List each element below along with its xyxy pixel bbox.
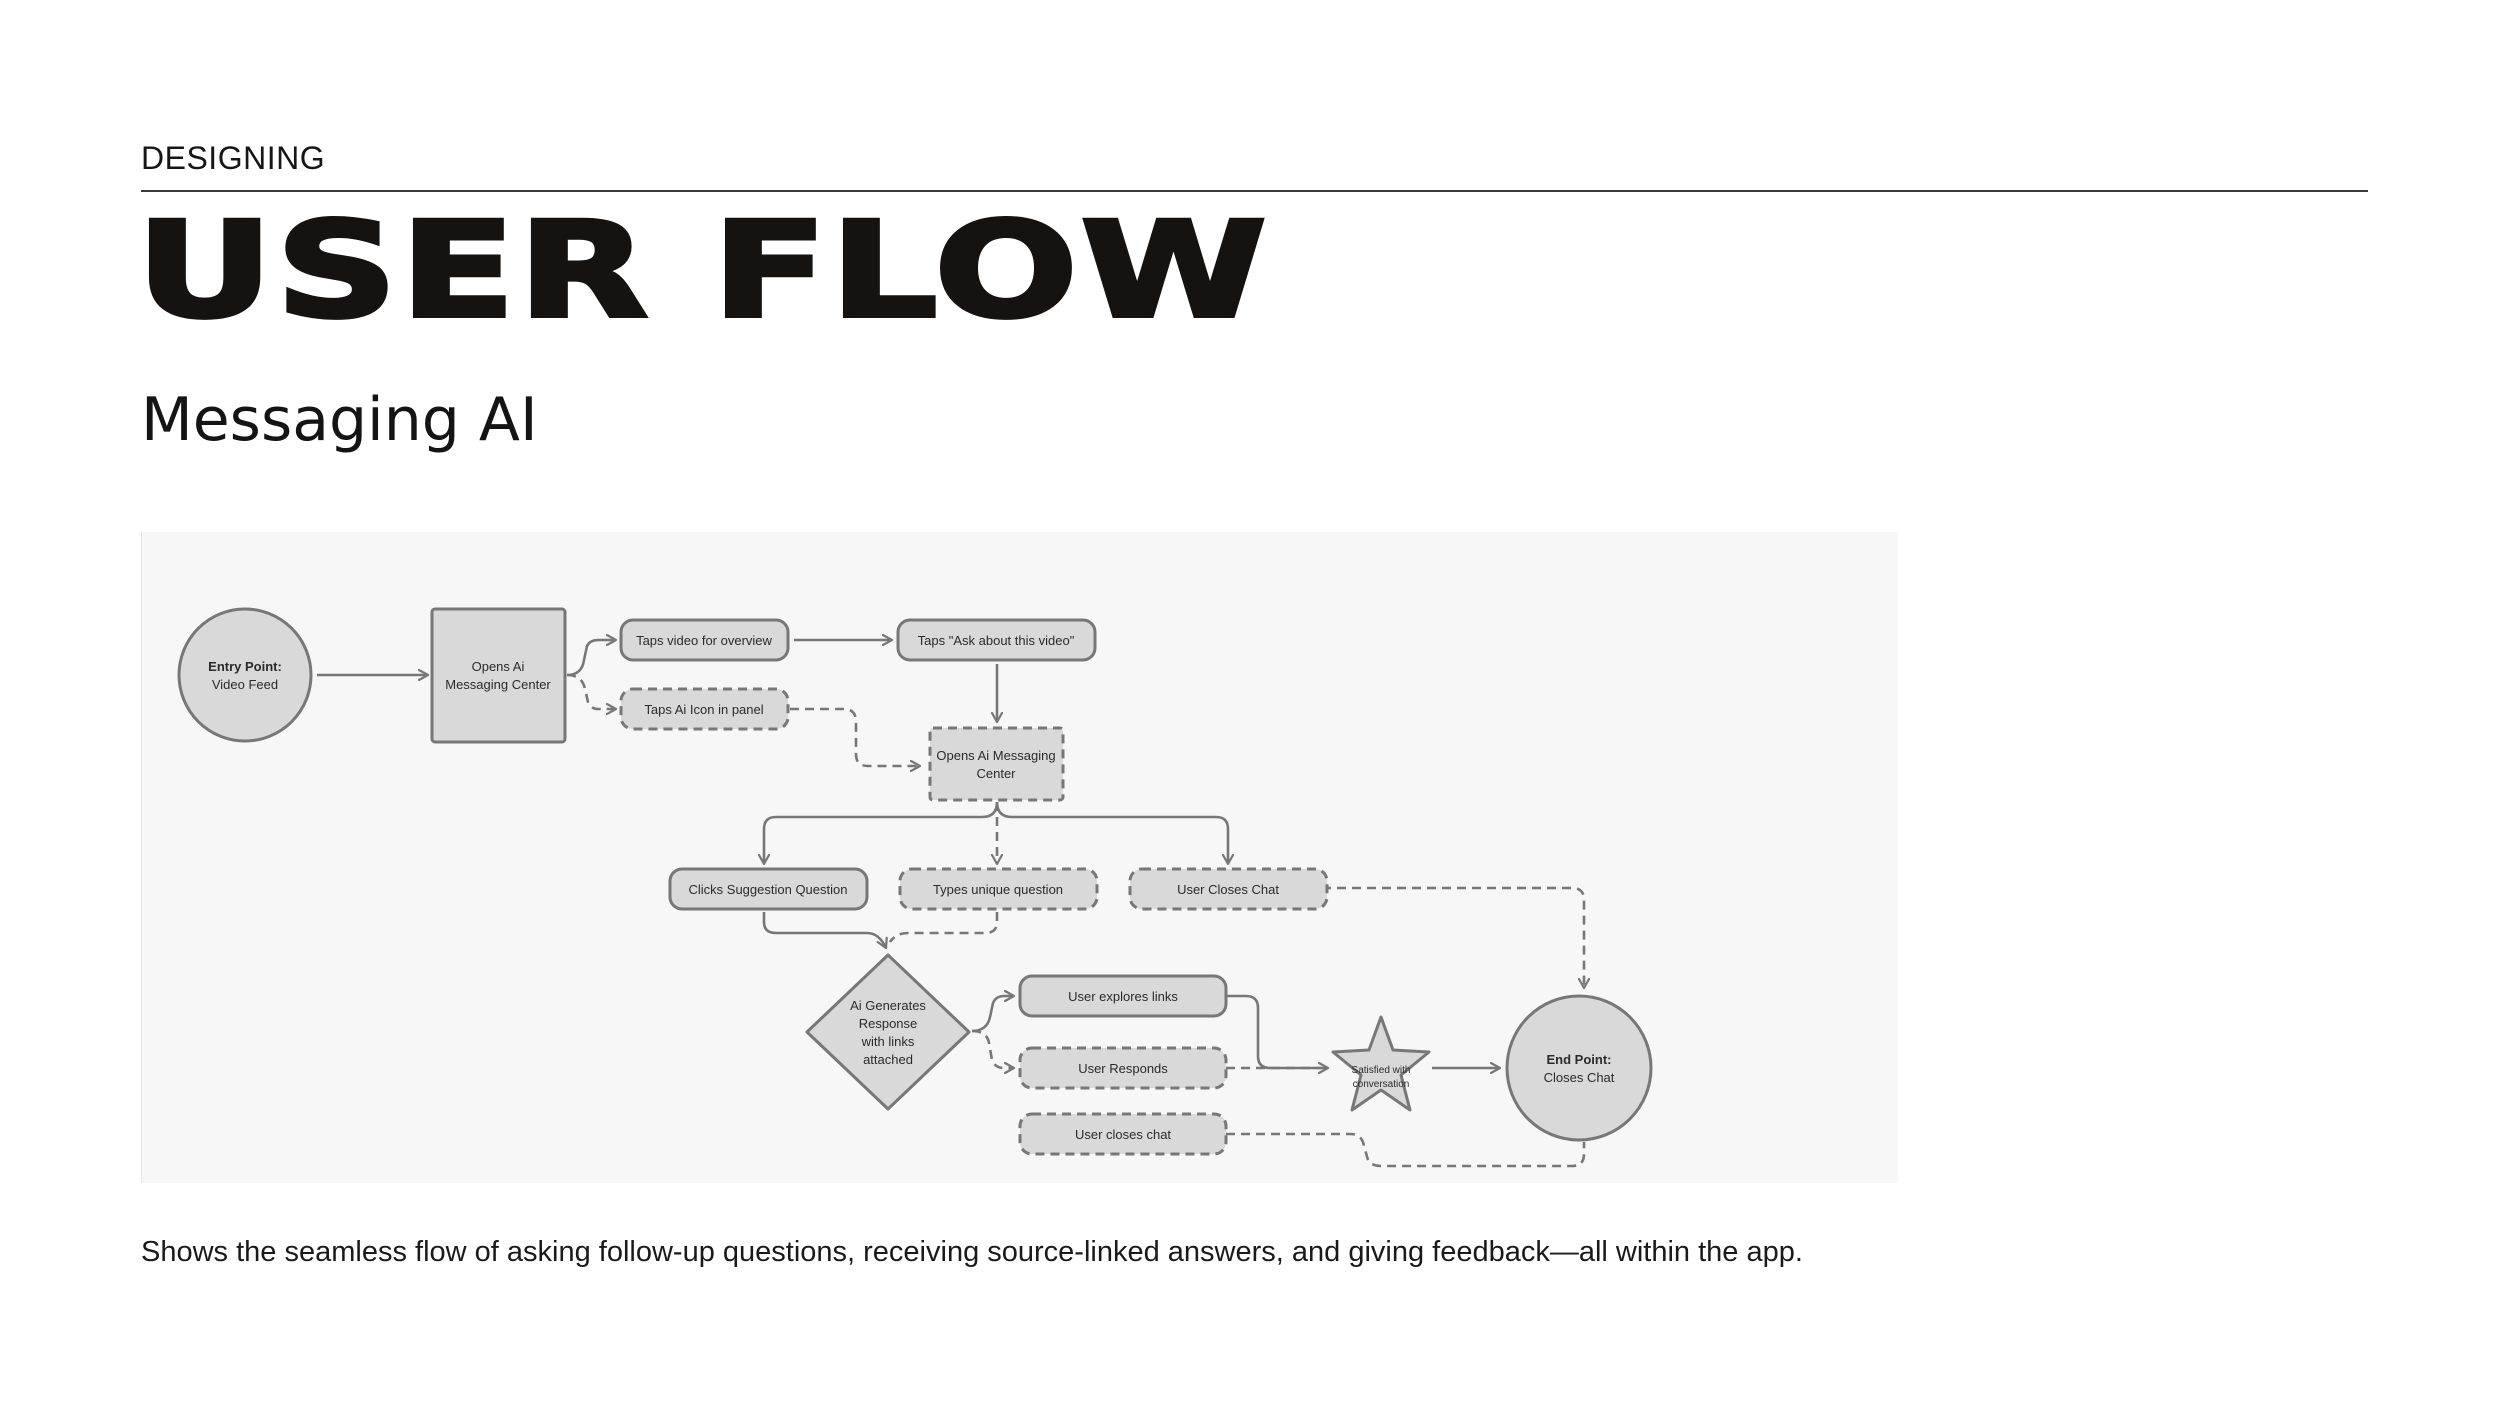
- edge-explores-to-satisfied: [1226, 994, 1328, 1068]
- ai-gen-line3: with links: [861, 1034, 915, 1049]
- node-opens-ai-1: Opens Ai Messaging Center: [430, 607, 567, 744]
- ai-gen-line4: attached: [863, 1052, 913, 1067]
- edge-opens-ai-2-to-clicks: [764, 801, 999, 864]
- node-satisfied-star: Satisfied with conversation: [1331, 1015, 1431, 1112]
- node-types-unique: Types unique question: [898, 867, 1099, 911]
- node-taps-ai-icon: Taps Ai Icon in panel: [619, 687, 790, 731]
- page-subtitle: Messaging AI: [141, 385, 538, 455]
- diagram-caption: Shows the seamless flow of asking follow…: [141, 1236, 1803, 1268]
- opens-ai-2-line1: Opens Ai Messaging: [936, 748, 1055, 763]
- node-user-explores: User explores links: [1018, 974, 1228, 1018]
- types-unique-label: Types unique question: [933, 882, 1063, 897]
- entry-point-sublabel: Video Feed: [212, 677, 278, 692]
- opens-ai-1-line1: Opens Ai: [472, 659, 525, 674]
- edge-opens-ai-to-taps-video: [566, 640, 616, 677]
- node-taps-ask: Taps "Ask about this video": [896, 618, 1097, 662]
- ai-gen-line2: Response: [859, 1016, 918, 1031]
- edge-opens-ai-2-to-closes: [995, 801, 1228, 864]
- user-explores-label: User explores links: [1068, 989, 1178, 1004]
- flow-diagram-svg: Entry Point: Video Feed Opens Ai Messagi…: [177, 607, 1653, 1168]
- node-taps-video: Taps video for overview: [619, 618, 790, 662]
- edge-taps-icon-to-opens-ai-2: [790, 707, 920, 766]
- edge-ai-gen-to-explores: [971, 996, 1014, 1033]
- node-user-closes-chat-2: User closes chat: [1018, 1112, 1228, 1156]
- user-closes-chat-2-label: User closes chat: [1075, 1127, 1171, 1142]
- opens-ai-1-line2: Messaging Center: [445, 677, 551, 692]
- edge-types-to-ai-gen: [888, 912, 999, 943]
- taps-ask-label: Taps "Ask about this video": [918, 633, 1075, 648]
- node-ai-generates: Ai Generates Response with links attache…: [805, 953, 971, 1111]
- satisfied-line1: Satisfied with: [1352, 1065, 1411, 1076]
- clicks-suggestion-label: Clicks Suggestion Question: [689, 882, 848, 897]
- page-title: USER FLOW: [133, 194, 1270, 348]
- taps-video-label: Taps video for overview: [636, 633, 772, 648]
- end-point-label: End Point:: [1547, 1052, 1612, 1067]
- section-eyebrow: DESIGNING: [141, 140, 326, 176]
- end-point-sublabel: Closes Chat: [1544, 1070, 1615, 1085]
- edge-opens-ai-to-taps-icon: [566, 673, 616, 709]
- node-opens-ai-2: Opens Ai Messaging Center: [928, 726, 1065, 802]
- node-user-closes-chat-1: User Closes Chat: [1128, 867, 1329, 911]
- node-user-responds: User Responds: [1018, 1046, 1228, 1090]
- edge-ai-gen-to-responds: [971, 1029, 1014, 1068]
- taps-ai-icon-label: Taps Ai Icon in panel: [644, 702, 763, 717]
- satisfied-line2: conversation: [1353, 1079, 1410, 1090]
- user-closes-chat-1-label: User Closes Chat: [1177, 882, 1279, 897]
- user-responds-label: User Responds: [1078, 1061, 1168, 1076]
- connectors: [317, 640, 1586, 1168]
- edge-closes-to-end: [1322, 886, 1584, 988]
- user-flow-diagram: Entry Point: Video Feed Opens Ai Messagi…: [141, 532, 1898, 1183]
- edge-closes-2-to-end: [1226, 1132, 1586, 1168]
- node-entry-point: Entry Point: Video Feed: [177, 607, 313, 743]
- edge-clicks-to-ai-gen: [762, 912, 886, 948]
- node-end-point: End Point: Closes Chat: [1505, 994, 1653, 1142]
- opens-ai-2-line2: Center: [976, 766, 1016, 781]
- header-divider: [141, 190, 2368, 192]
- entry-point-label: Entry Point:: [208, 659, 282, 674]
- node-clicks-suggestion: Clicks Suggestion Question: [668, 867, 869, 911]
- ai-gen-line1: Ai Generates: [850, 998, 926, 1013]
